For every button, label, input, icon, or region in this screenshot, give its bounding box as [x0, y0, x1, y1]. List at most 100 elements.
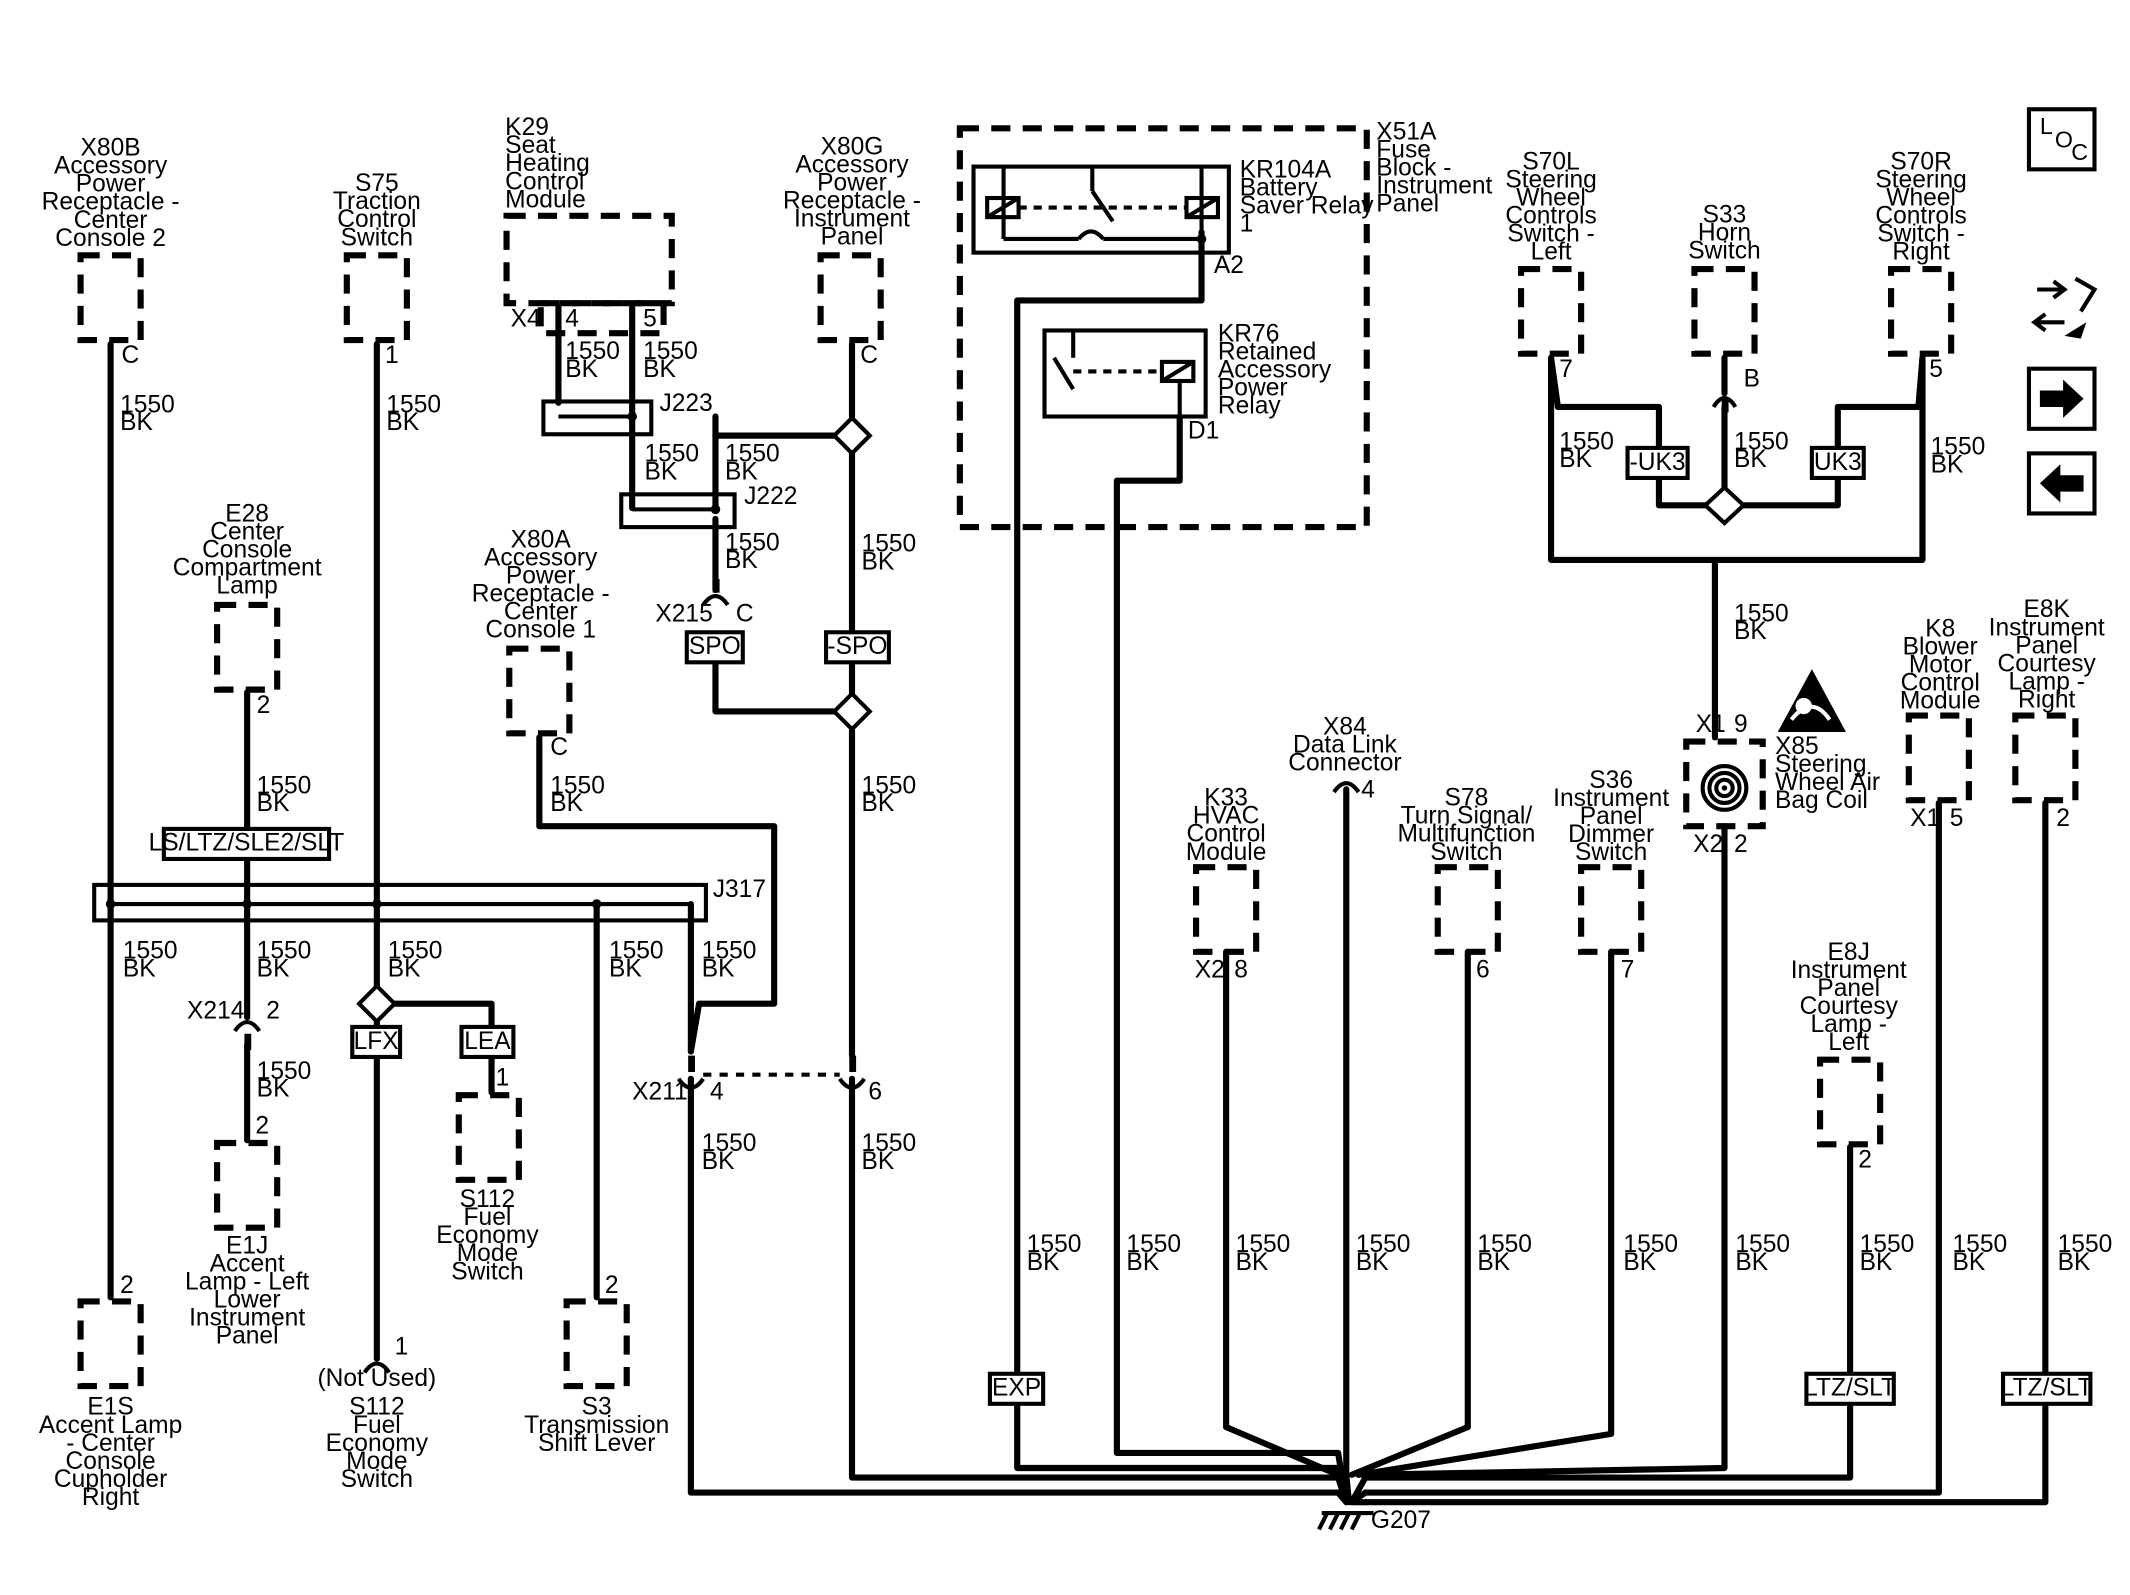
e8j-box	[1816, 1056, 1884, 1148]
s70r-label-1: Steering	[1875, 166, 1966, 193]
s75-label-0: S75	[355, 170, 399, 197]
s70l-label-3: Controls	[1505, 202, 1596, 229]
next-page-icon[interactable]	[2026, 366, 2097, 431]
wires	[107, 229, 2049, 1506]
conn-x1-k8: X1	[1910, 805, 1940, 832]
s112-bottom-label-2: Economy	[326, 1430, 429, 1457]
pin-x80a: C	[550, 734, 568, 761]
wire-gauge-25: 1550	[1236, 1231, 1291, 1258]
x51a-label-4: Panel	[1376, 190, 1439, 217]
previous-page-icon[interactable]	[2026, 451, 2097, 516]
wire-gauge-20: 1550	[1734, 428, 1789, 455]
pin-k33: 8	[1234, 957, 1248, 984]
k8-label-2: Motor	[1909, 651, 1972, 678]
kr76-label-3: Power	[1218, 374, 1288, 401]
airbag-warning-icon	[1777, 669, 1846, 732]
e28-label-1: Center	[210, 519, 284, 546]
s78-label-2: Multifunction	[1397, 821, 1535, 848]
wire-color-31: BK	[1953, 1249, 1986, 1276]
component-view-icon[interactable]	[2031, 276, 2098, 339]
wire-color-0: BK	[120, 409, 153, 436]
option-exp-label: EXP	[992, 1375, 1041, 1402]
option-not-spo-label: -SPO	[827, 633, 887, 660]
wire-color-1: BK	[386, 409, 419, 436]
wire-gauge-1: 1550	[386, 391, 441, 418]
conn-x215: X215	[655, 600, 712, 627]
s75-label-1: Traction	[333, 188, 421, 215]
s75-box	[343, 252, 410, 344]
e1s-label-4: Cupholder	[54, 1466, 167, 1493]
e8j-label-3: Courtesy	[1800, 993, 1899, 1020]
x85-label-0: X85	[1775, 733, 1819, 760]
e28-label-4: Lamp	[216, 573, 277, 600]
s33-label-2: Switch	[1688, 238, 1760, 265]
conn-x211: X211	[632, 1078, 688, 1105]
svg-text:C: C	[2071, 139, 2088, 165]
wire-gauge-22: 1550	[1734, 600, 1789, 627]
wire-gauge-23: 1550	[1027, 1231, 1082, 1258]
splice-j222: J222	[744, 483, 797, 510]
e1s-box	[77, 1298, 144, 1390]
x80b-label-2: Power	[76, 171, 146, 198]
wire-gauge-26: 1550	[1356, 1231, 1411, 1258]
wire-gauge-28: 1550	[1623, 1231, 1678, 1258]
e8j-label-1: Instrument	[1791, 957, 1907, 984]
x84-label-1: Data Link	[1293, 732, 1397, 759]
wire-gauge-10: 1550	[862, 772, 917, 799]
x80a-label-0: X80A	[511, 527, 572, 554]
wire-color-2: BK	[565, 356, 598, 383]
k29-label-4: Module	[505, 186, 586, 213]
wire-color-29: BK	[1735, 1249, 1768, 1276]
e1j-label-4: Instrument	[189, 1305, 305, 1332]
e8j-label-5: Left	[1828, 1029, 1869, 1056]
s70r-label-0: S70R	[1890, 148, 1951, 175]
wire-gauge-8: 1550	[257, 772, 312, 799]
wire-gauge-18: 1550	[862, 1130, 917, 1157]
x80g-label-4: Instrument	[794, 205, 910, 232]
e8j-label-4: Lamp -	[1811, 1011, 1887, 1038]
pin-s78: 6	[1476, 957, 1490, 984]
conn-x2-k33: X2	[1195, 957, 1225, 984]
s70l-label-5: Left	[1531, 238, 1572, 265]
e1j-label-3: Lower	[214, 1287, 281, 1314]
s70r-box	[1887, 265, 1955, 357]
x80a-label-5: Console 1	[485, 617, 596, 644]
loc-button[interactable]: L O C	[2026, 107, 2097, 172]
e1j-label-2: Lamp - Left	[185, 1269, 309, 1296]
s33-box	[1691, 265, 1758, 357]
s112-top-label-3: Mode	[457, 1240, 518, 1267]
option-lfx-label: LFX	[354, 1028, 399, 1055]
e8k-label-2: Panel	[2015, 632, 2078, 659]
kr76-label-4: Relay	[1218, 392, 1282, 419]
wire-color-26: BK	[1356, 1249, 1389, 1276]
x80g-label-1: Accessory	[795, 151, 909, 178]
pin-x85-2: 2	[1734, 831, 1748, 858]
k29-box	[503, 212, 675, 307]
pin-s70r: 5	[1929, 356, 1943, 383]
option-uk3-label: UK3	[1814, 449, 1862, 476]
s3-label-2: Shift Lever	[538, 1430, 655, 1457]
e1j-label-0: E1J	[226, 1233, 268, 1260]
wire-gauge-16: 1550	[257, 1058, 312, 1085]
wire-color-11: BK	[123, 955, 156, 982]
wire-color-9: BK	[550, 790, 583, 817]
pin-s75: 1	[385, 342, 399, 369]
pin-x215: C	[736, 600, 754, 627]
wire-color-21: BK	[1931, 451, 1964, 478]
x51a-label-1: Fuse	[1376, 136, 1431, 163]
x80b-label-5: Console 2	[55, 225, 166, 252]
e28-label-3: Compartment	[173, 555, 322, 582]
pin-k29-5: 5	[643, 305, 657, 332]
option-lea-box	[459, 1024, 516, 1060]
e1s-label-0: E1S	[87, 1394, 133, 1421]
s70r-label-4: Switch -	[1877, 220, 1964, 247]
component-boxes	[77, 125, 2079, 1390]
option-not-uk3-box	[1625, 445, 1690, 481]
pin-x211-6: 6	[868, 1078, 882, 1105]
s112-top-label-2: Economy	[436, 1222, 539, 1249]
pin-e28: 2	[257, 692, 271, 719]
s3-box	[563, 1298, 630, 1390]
relay-kr104a	[971, 164, 1231, 255]
pin-x211-4: 4	[710, 1078, 724, 1105]
